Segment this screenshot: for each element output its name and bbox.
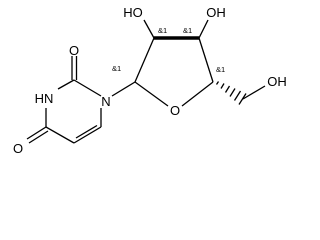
- stereo-label-c3p: &1: [183, 26, 192, 35]
- bond-c5p-oh: [242, 85, 266, 100]
- atom-n1: N: [101, 94, 110, 109]
- stereo-label-c2p: &1: [158, 26, 167, 35]
- hash-line: [224, 85, 231, 93]
- bond-c4-o-b: [28, 130, 49, 144]
- atom-o-ring: O: [170, 103, 180, 118]
- uridine-structure-diagram: O HN O N O HO OH OH &1 &1 &1 &1: [13, 5, 287, 156]
- bond-c2-n1: [73, 79, 102, 97]
- uracil-ring-bonds: [26, 56, 102, 144]
- bond-c4-o-a: [26, 126, 47, 140]
- bond-c2-n3: [57, 79, 75, 90]
- bond-c4-c5: [45, 126, 75, 144]
- bond-c5-c6-inner: [75, 124, 98, 139]
- atom-o-c2: O: [69, 43, 79, 58]
- hash-line: [215, 81, 220, 85]
- hash-line: [220, 83, 225, 89]
- bond-c4p-o4p: [181, 81, 214, 107]
- atom-nh-n3: HN: [35, 91, 54, 106]
- atom-oh-5p: OH: [267, 74, 287, 89]
- hash-line: [233, 90, 242, 101]
- hash-line: [238, 93, 247, 105]
- bond-c3p-oh: [198, 19, 209, 39]
- stereo-label-c4p: &1: [216, 65, 225, 74]
- hashed-wedge-c4p-c5p: [215, 81, 247, 105]
- hash-line: [229, 88, 236, 97]
- bond-c1p-c2p: [134, 37, 155, 83]
- bond-c3p-c4p: [198, 37, 214, 83]
- bond-o4p-c1p: [134, 81, 169, 107]
- atom-oh-2p: HO: [123, 5, 143, 20]
- atom-o-c4: O: [13, 141, 23, 156]
- ribose-ring-bonds: [134, 36, 214, 107]
- bond-n1-c1p: [111, 81, 136, 97]
- atom-oh-3p: OH: [206, 5, 226, 20]
- bond-c5-c6: [73, 126, 102, 144]
- bond-c2p-oh: [143, 19, 155, 39]
- structure-canvas: O HN O N O HO OH OH &1 &1 &1 &1: [13, 5, 287, 156]
- stereo-label-c1p: &1: [112, 64, 121, 73]
